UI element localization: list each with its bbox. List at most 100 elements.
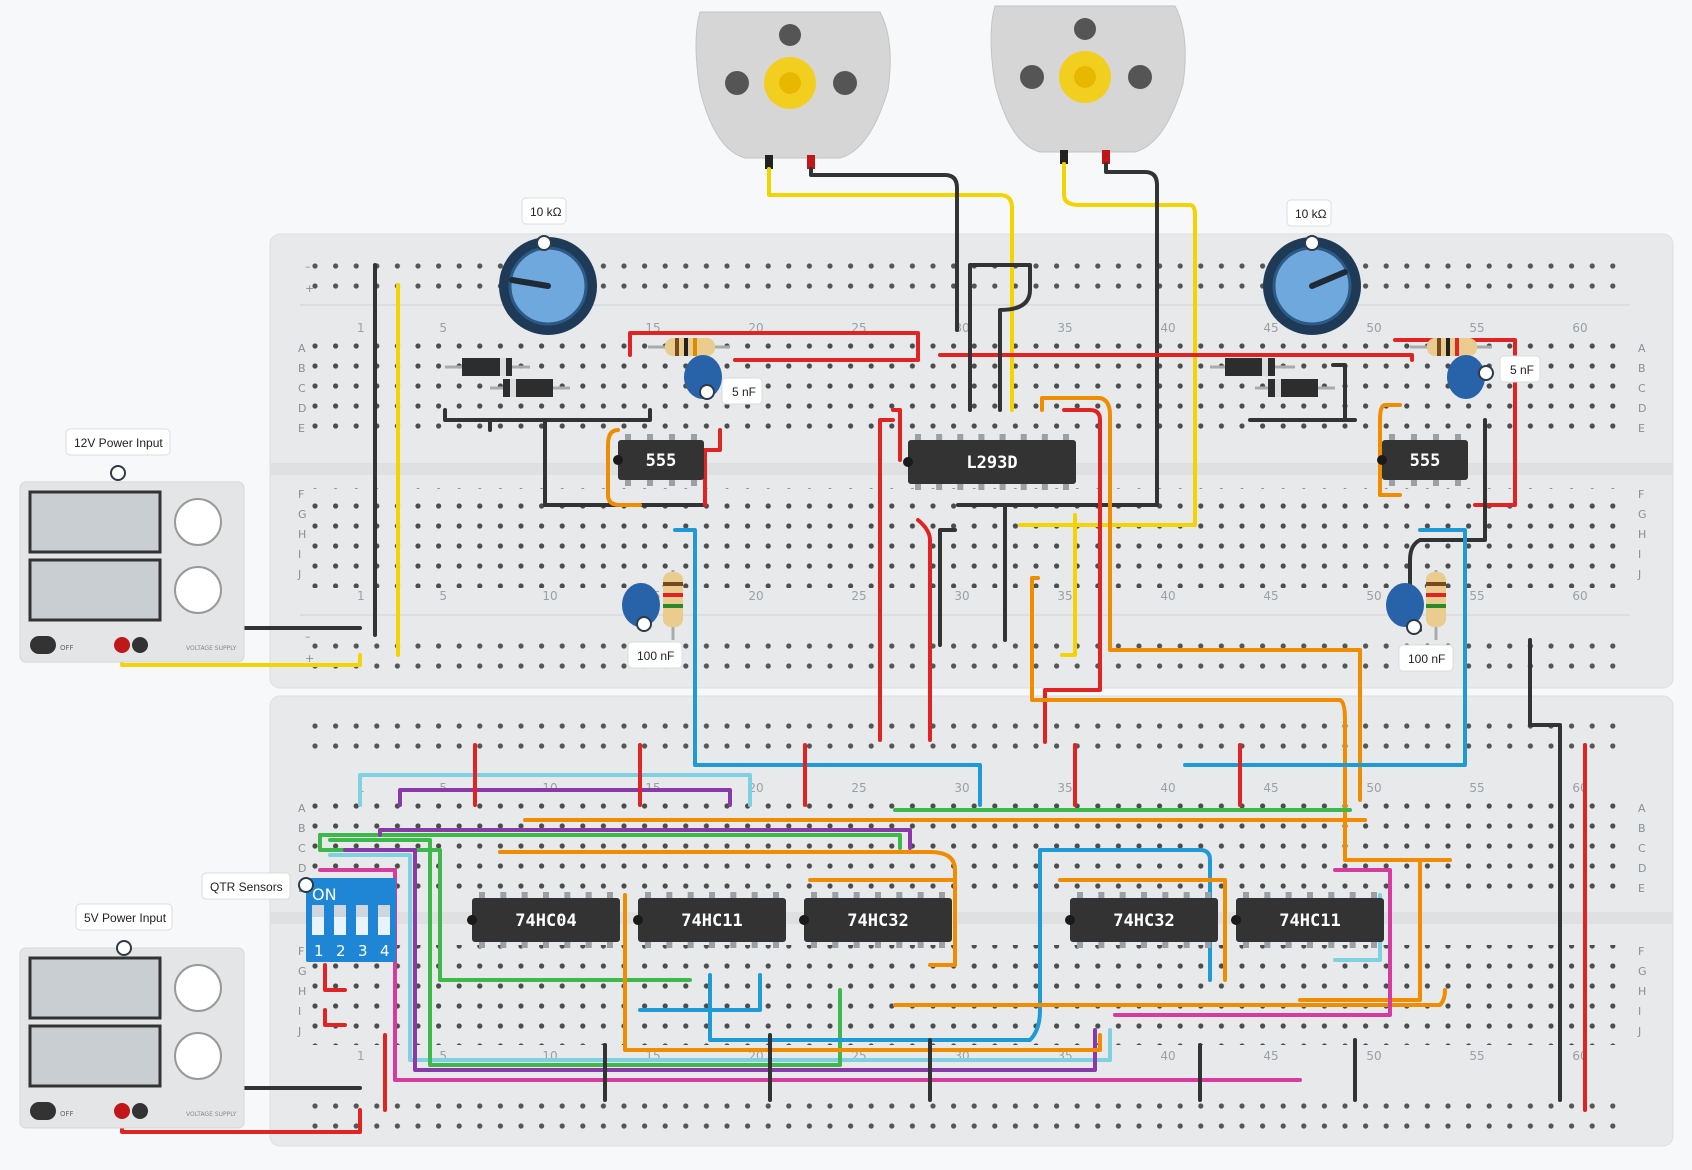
chip-timer-right[interactable]: 555 bbox=[1377, 434, 1468, 486]
column-number: 35 bbox=[1057, 321, 1072, 335]
chip-pin bbox=[917, 942, 924, 948]
diode-left-2[interactable] bbox=[490, 379, 570, 397]
row-letter: F bbox=[298, 488, 304, 501]
chip-body bbox=[1382, 440, 1468, 480]
chip-pin bbox=[936, 484, 943, 490]
resistor-bottom-right[interactable] bbox=[1426, 570, 1446, 640]
motor-left[interactable] bbox=[695, 11, 891, 169]
row-letter: D bbox=[298, 862, 306, 875]
chip-pin bbox=[564, 892, 571, 898]
motor-right[interactable] bbox=[990, 5, 1186, 164]
row-letter: H bbox=[298, 528, 306, 541]
tag-cap-100-right: 100 nF bbox=[1398, 644, 1454, 672]
column-number: 40 bbox=[1160, 1049, 1175, 1063]
capacitor-5nf-right[interactable] bbox=[1447, 355, 1485, 399]
diode-left-1[interactable] bbox=[445, 358, 530, 376]
wires bbox=[120, 162, 1587, 1134]
chip-label: 555 bbox=[646, 451, 677, 471]
row-letter: H bbox=[1638, 985, 1646, 998]
chip-and1[interactable]: 74HC11 bbox=[633, 892, 786, 948]
potentiometer-left[interactable] bbox=[499, 237, 597, 335]
chip-pin bbox=[1349, 892, 1356, 898]
chip-pin bbox=[1183, 942, 1190, 948]
chip-timer-left[interactable]: 555 bbox=[613, 434, 704, 486]
chip-pin bbox=[1433, 480, 1439, 486]
minus-markers bbox=[110, 235, 1494, 956]
row-letter: B bbox=[1638, 362, 1646, 375]
chip-label: 74HC11 bbox=[681, 911, 742, 931]
row-letter: B bbox=[1638, 822, 1646, 835]
row-letter: B bbox=[298, 362, 306, 375]
rail-plus-top2: + bbox=[305, 652, 314, 665]
chip-body bbox=[908, 440, 1076, 484]
pot-right-label: 10 kΩ bbox=[1295, 207, 1327, 221]
tag-5v: 5V Power Input bbox=[75, 903, 173, 931]
chip-pin bbox=[1077, 892, 1083, 898]
cap-big-right-label: 100 nF bbox=[1408, 652, 1445, 666]
chip-pin bbox=[1371, 892, 1377, 898]
capacitor-100nf-right[interactable] bbox=[1386, 583, 1424, 627]
resistor-top-left[interactable] bbox=[648, 338, 730, 356]
chip-pin bbox=[687, 942, 694, 948]
chip-label: 74HC11 bbox=[1279, 911, 1340, 931]
chip-driver[interactable]: L293D bbox=[903, 434, 1076, 490]
chip-pin bbox=[1162, 892, 1169, 898]
dip-num-2: 2 bbox=[336, 942, 346, 960]
resistor-bottom-left[interactable] bbox=[663, 570, 683, 640]
column-number: 60 bbox=[1572, 589, 1587, 603]
chip-label: 555 bbox=[1410, 451, 1441, 471]
chip-label: 74HC04 bbox=[515, 911, 576, 931]
chip-pin bbox=[625, 434, 631, 440]
chip-pin bbox=[543, 892, 549, 898]
chip-or1[interactable]: 74HC32 bbox=[799, 892, 952, 948]
chip-pin bbox=[751, 942, 758, 948]
tag-cap-right: 5 nF bbox=[1499, 355, 1541, 383]
chip-pin bbox=[666, 892, 673, 898]
chip-pin bbox=[479, 892, 485, 898]
diode-right-1[interactable] bbox=[1210, 358, 1295, 376]
chip-pin bbox=[1098, 892, 1105, 898]
power-supply-12v[interactable]: OFF VOLTAGE SUPPLY bbox=[19, 481, 245, 663]
chip-label: 74HC32 bbox=[847, 911, 908, 931]
chip-pin bbox=[1455, 480, 1461, 486]
chip-pin bbox=[915, 434, 921, 440]
row-letter: G bbox=[298, 965, 307, 978]
chip-pin bbox=[917, 892, 924, 898]
chip-pin bbox=[625, 480, 631, 486]
column-number: 5 bbox=[439, 1049, 447, 1063]
power-supply-5v[interactable]: OFF VOLTAGE SUPPLY bbox=[19, 947, 245, 1129]
row-letter: D bbox=[298, 402, 306, 415]
potentiometer-right[interactable] bbox=[1263, 237, 1361, 335]
capacitor-100nf-left[interactable] bbox=[622, 583, 660, 627]
chip-body bbox=[804, 898, 952, 942]
chip-label: L293D bbox=[966, 453, 1017, 473]
row-letter: G bbox=[1638, 508, 1647, 521]
column-number: 30 bbox=[954, 781, 969, 795]
row-letter: F bbox=[1638, 945, 1644, 958]
chip-inv[interactable]: 74HC04 bbox=[467, 892, 620, 948]
column-number: 20 bbox=[748, 781, 763, 795]
chip-pin bbox=[999, 434, 1006, 440]
column-number: 55 bbox=[1469, 321, 1484, 335]
chip-pin bbox=[999, 484, 1006, 490]
chip-pin bbox=[1041, 434, 1048, 440]
chip-or2[interactable]: 74HC32 bbox=[1065, 892, 1218, 948]
resistor-top-right[interactable] bbox=[1410, 338, 1492, 356]
chip-and2[interactable]: 74HC11 bbox=[1231, 892, 1384, 948]
chip-pin bbox=[1411, 434, 1417, 440]
rail-minus-top: – bbox=[305, 260, 311, 273]
column-number: 5 bbox=[439, 589, 447, 603]
row-letter: I bbox=[298, 1005, 301, 1018]
row-letter: D bbox=[1638, 862, 1646, 875]
column-number: 1 bbox=[357, 321, 365, 335]
chip-pin bbox=[1162, 942, 1169, 948]
dip-switch[interactable]: ON 1 2 3 4 bbox=[306, 878, 396, 962]
diode-right-2[interactable] bbox=[1255, 379, 1335, 397]
row-letter: D bbox=[1638, 402, 1646, 415]
chip-notch bbox=[903, 457, 913, 467]
chip-pin bbox=[853, 942, 860, 948]
chip-pin bbox=[645, 942, 651, 948]
row-letter: E bbox=[1638, 882, 1645, 895]
chip-pin bbox=[709, 942, 715, 948]
chip-pin bbox=[1389, 434, 1395, 440]
